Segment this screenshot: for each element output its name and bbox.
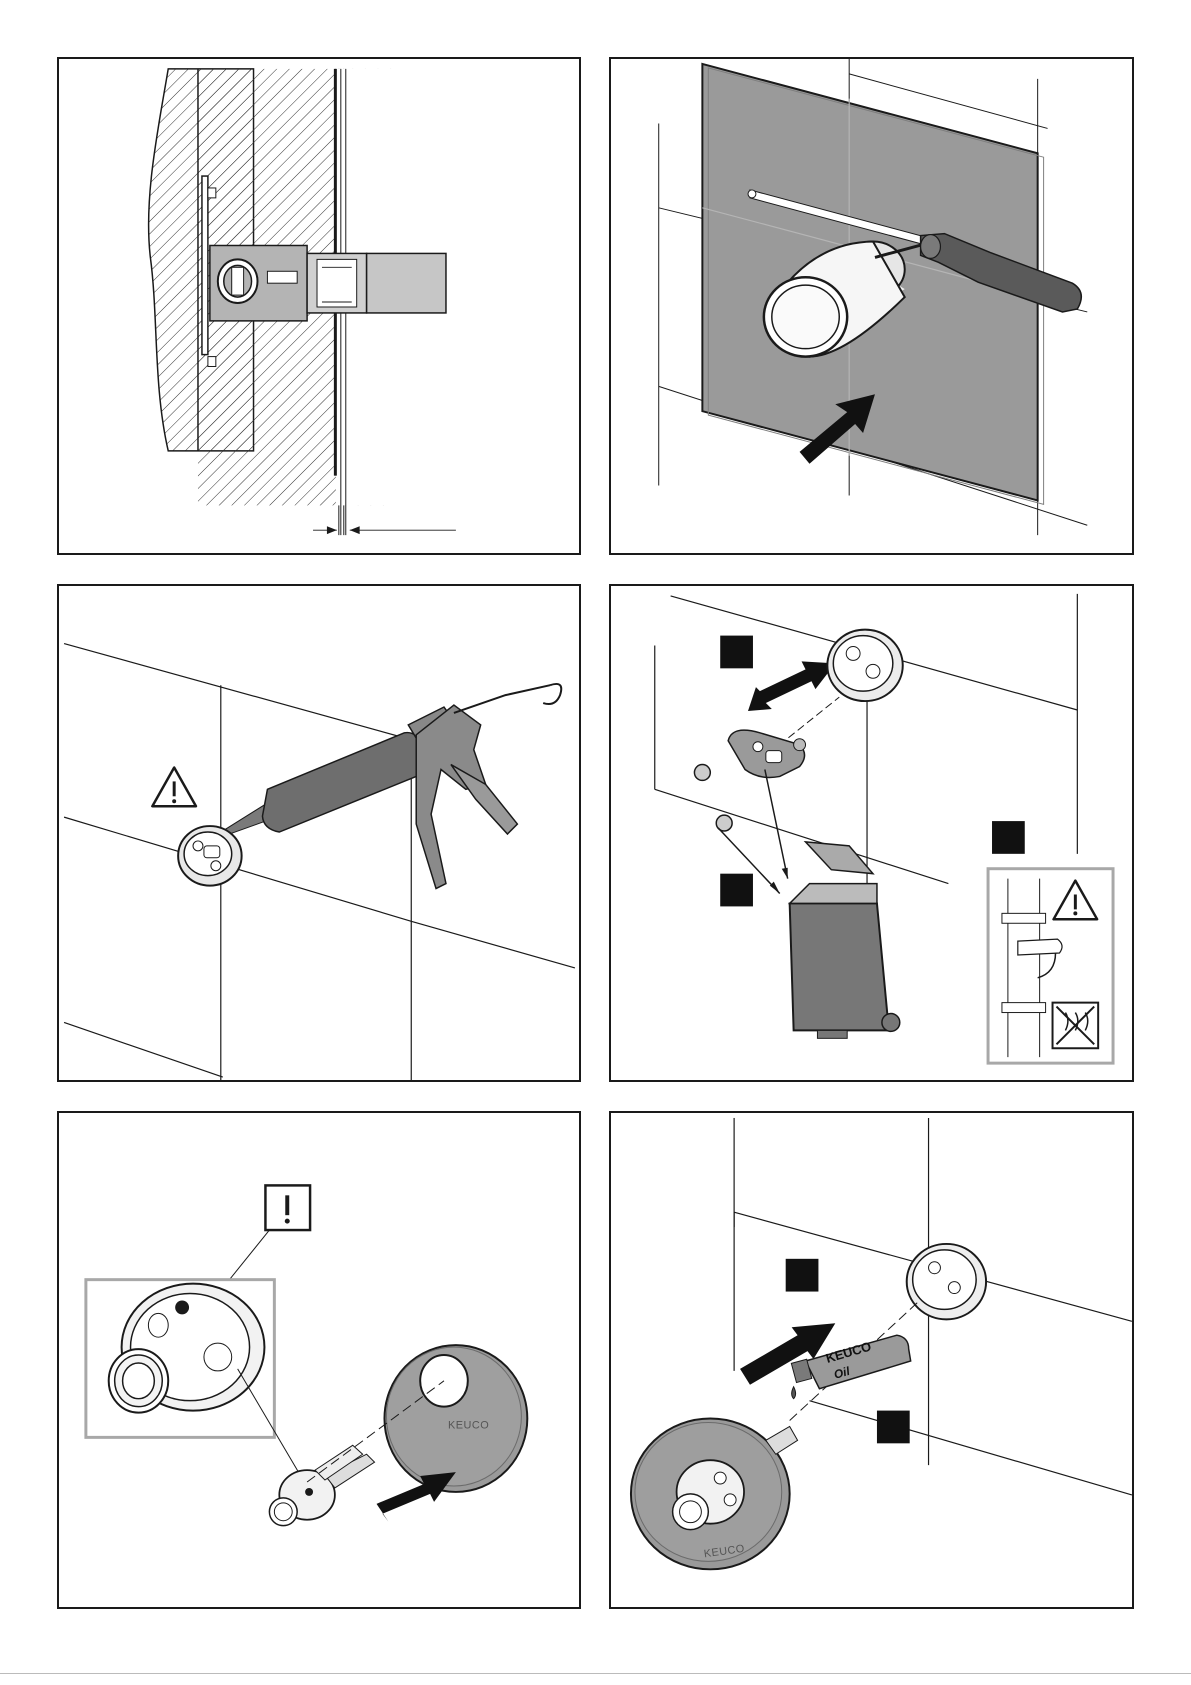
trash-bin-icon	[790, 903, 889, 1030]
sealant-gun-diagram	[59, 586, 579, 1080]
step-marker-2-icon	[720, 874, 753, 907]
step-4-panel	[609, 584, 1134, 1082]
sealant-cartridge	[262, 733, 428, 832]
important-notice-icon	[265, 1185, 310, 1230]
step-3-panel	[57, 584, 581, 1082]
page-bottom-rule	[0, 1673, 1191, 1674]
wall-section-diagram	[59, 59, 579, 553]
no-steam-icon	[1053, 1003, 1099, 1049]
step-marker-a-icon	[786, 1259, 819, 1292]
step-1-panel	[57, 57, 581, 555]
step-marker-b-icon	[877, 1411, 910, 1444]
remove-arrow-icon	[748, 661, 835, 711]
step-5-panel: KEUCO	[57, 1111, 581, 1609]
step-marker-3-icon	[992, 821, 1025, 854]
screw-1-icon	[694, 765, 710, 781]
marking-dot-icon	[175, 1300, 189, 1314]
installation-gauge	[367, 253, 446, 313]
mounting-plate	[202, 176, 208, 355]
escutcheon-brand: KEUCO	[448, 1419, 489, 1431]
cartridge-detail-diagram: KEUCO	[59, 1113, 579, 1607]
warning-icon	[152, 768, 196, 807]
remove-dispose-diagram	[611, 586, 1132, 1080]
step-marker-1-icon	[720, 636, 753, 669]
step-6-panel: KEUCO Oil KEUCO	[609, 1111, 1134, 1609]
step-2-panel	[609, 57, 1134, 555]
oil-drop-icon	[792, 1387, 796, 1399]
template-screwdriver-diagram	[611, 59, 1132, 553]
lubricate-assemble-diagram: KEUCO Oil KEUCO	[611, 1113, 1132, 1607]
